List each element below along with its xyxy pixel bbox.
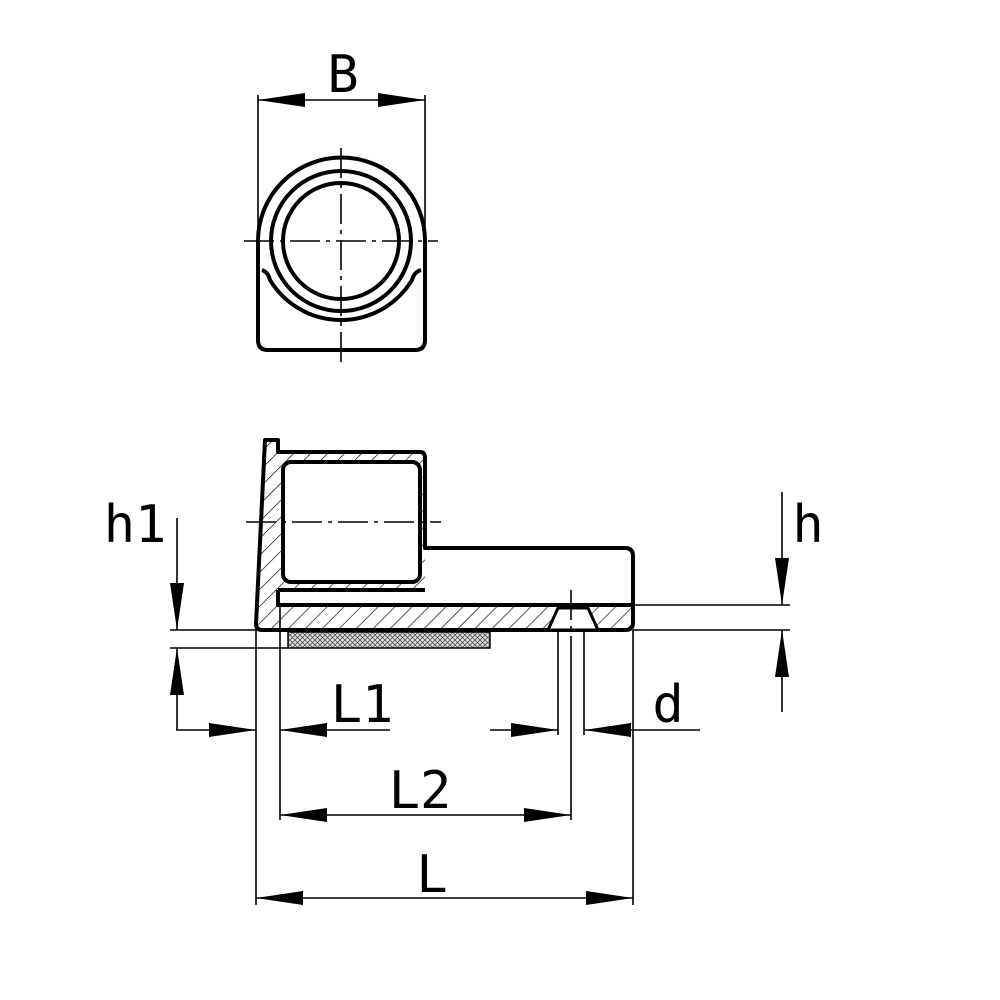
label-d: d <box>652 675 683 735</box>
label-h1: h1 <box>104 495 167 555</box>
dimension-d: d <box>490 675 700 737</box>
label-l2: L2 <box>389 761 452 821</box>
dimension-l2: L2 <box>280 761 571 822</box>
dimension-l: L <box>256 845 633 905</box>
label-b: B <box>327 45 358 105</box>
label-h: h <box>792 495 823 555</box>
front-view <box>244 95 438 365</box>
side-view <box>246 438 635 650</box>
dimension-h1: h1 <box>104 495 184 730</box>
label-l: L <box>416 845 447 905</box>
dimension-h: h <box>775 492 824 712</box>
dimension-b: B <box>258 45 425 107</box>
label-l1: L1 <box>331 675 394 735</box>
extension-lines <box>170 604 790 905</box>
dimension-l1: L1 <box>176 675 393 737</box>
